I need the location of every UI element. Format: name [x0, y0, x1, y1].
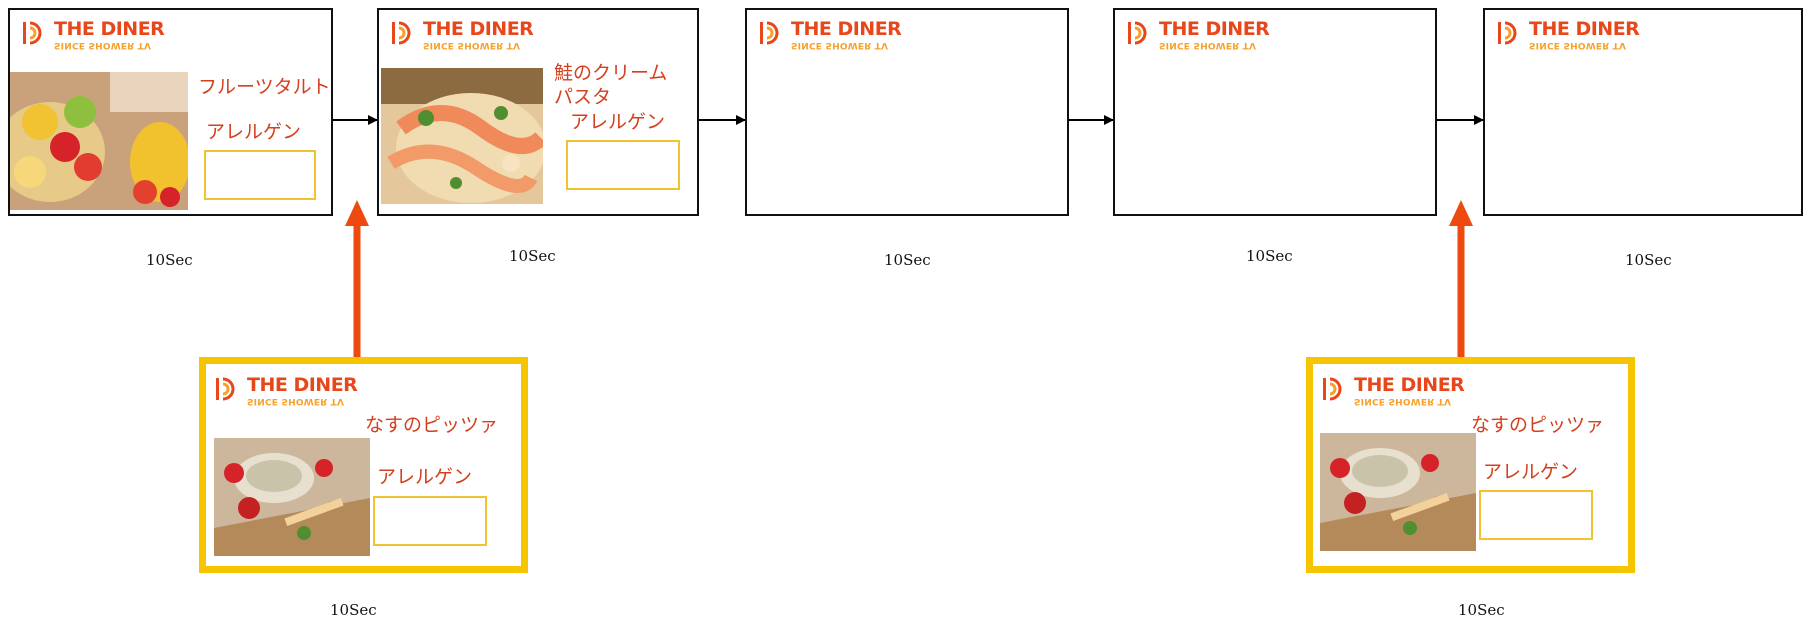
slide-1[interactable]: THE DINER SINCE SHOWER TV フルーツタルト アレルゲン: [8, 8, 333, 216]
insert-slide-2[interactable]: THE DINER SINCE SHOWER TV なすのピッツァ アレルゲン: [1306, 357, 1635, 573]
diner-logo: THE DINER SINCE SHOWER TV: [759, 18, 902, 50]
logo-subtitle: SINCE SHOWER TV: [791, 40, 889, 50]
diner-logo: THE DINER SINCE SHOWER TV: [1322, 374, 1465, 406]
diner-plate-icon: [760, 21, 779, 45]
diner-plate-icon: [216, 377, 235, 401]
diner-logo: THE DINER SINCE SHOWER TV: [1127, 18, 1270, 50]
diner-plate-icon: [1323, 377, 1342, 401]
dish-name: なすのピッツァ: [1471, 414, 1605, 436]
slide-5[interactable]: THE DINER SINCE SHOWER TV: [1483, 8, 1803, 216]
diner-logo: THE DINER SINCE SHOWER TV: [22, 18, 165, 50]
diner-logo: THE DINER SINCE SHOWER TV: [215, 374, 358, 406]
logo-subtitle: SINCE SHOWER TV: [247, 396, 345, 406]
dish-photo-eggplant-pizza: [1320, 433, 1476, 551]
allergen-box: [566, 140, 680, 190]
insert-1-duration: 10Sec: [330, 601, 377, 619]
slide-4[interactable]: THE DINER SINCE SHOWER TV: [1113, 8, 1437, 216]
dish-name: なすのピッツァ: [365, 414, 499, 436]
logo-subtitle: SINCE SHOWER TV: [1529, 40, 1627, 50]
diner-plate-icon: [1498, 21, 1517, 45]
insert-2-duration: 10Sec: [1458, 601, 1505, 619]
allergen-label: アレルゲン: [377, 466, 473, 488]
slide-3-duration: 10Sec: [884, 251, 931, 269]
allergen-label: アレルゲン: [570, 111, 666, 133]
dish-name-line-1: 鮭のクリーム: [554, 62, 668, 84]
insert-arrow-2-head: [1449, 200, 1473, 226]
logo-title: THE DINER: [247, 374, 358, 396]
allergen-label: アレルゲン: [1483, 461, 1579, 483]
allergen-box: [1479, 490, 1593, 540]
dish-photo-fruit-tart: [10, 72, 188, 210]
dish-name-line-2: パスタ: [554, 85, 612, 108]
diner-logo: THE DINER SINCE SHOWER TV: [391, 18, 534, 50]
slide-2[interactable]: THE DINER SINCE SHOWER TV 鮭のクリーム パスタ アレル…: [377, 8, 699, 216]
logo-title: THE DINER: [1529, 18, 1640, 40]
insert-slide-1[interactable]: THE DINER SINCE SHOWER TV なすのピッツァ アレルゲン: [199, 357, 528, 573]
logo-title: THE DINER: [1159, 18, 1270, 40]
diner-logo: THE DINER SINCE SHOWER TV: [1497, 18, 1640, 50]
dish-name: フルーツタルト: [198, 76, 331, 98]
insert-arrow-1-head: [345, 200, 369, 226]
logo-title: THE DINER: [1354, 374, 1465, 396]
slide-5-duration: 10Sec: [1625, 251, 1672, 269]
logo-title: THE DINER: [423, 18, 534, 40]
slide-4-duration: 10Sec: [1246, 247, 1293, 265]
diner-plate-icon: [1128, 21, 1147, 45]
dish-photo-salmon-pasta: [381, 68, 543, 204]
slide-3[interactable]: THE DINER SINCE SHOWER TV: [745, 8, 1069, 216]
slide-1-duration: 10Sec: [146, 251, 193, 269]
dish-photo-eggplant-pizza: [214, 438, 370, 556]
logo-subtitle: SINCE SHOWER TV: [1354, 396, 1452, 406]
logo-subtitle: SINCE SHOWER TV: [54, 40, 152, 50]
diner-plate-icon: [392, 21, 411, 45]
logo-title: THE DINER: [791, 18, 902, 40]
slide-2-duration: 10Sec: [509, 247, 556, 265]
dish-name: 鮭のクリーム パスタ: [554, 62, 667, 110]
allergen-box: [204, 150, 316, 200]
allergen-box: [373, 496, 487, 546]
allergen-label: アレルゲン: [206, 121, 302, 143]
logo-subtitle: SINCE SHOWER TV: [1159, 40, 1257, 50]
logo-title: THE DINER: [54, 18, 165, 40]
logo-subtitle: SINCE SHOWER TV: [423, 40, 521, 50]
diner-plate-icon: [23, 21, 42, 45]
